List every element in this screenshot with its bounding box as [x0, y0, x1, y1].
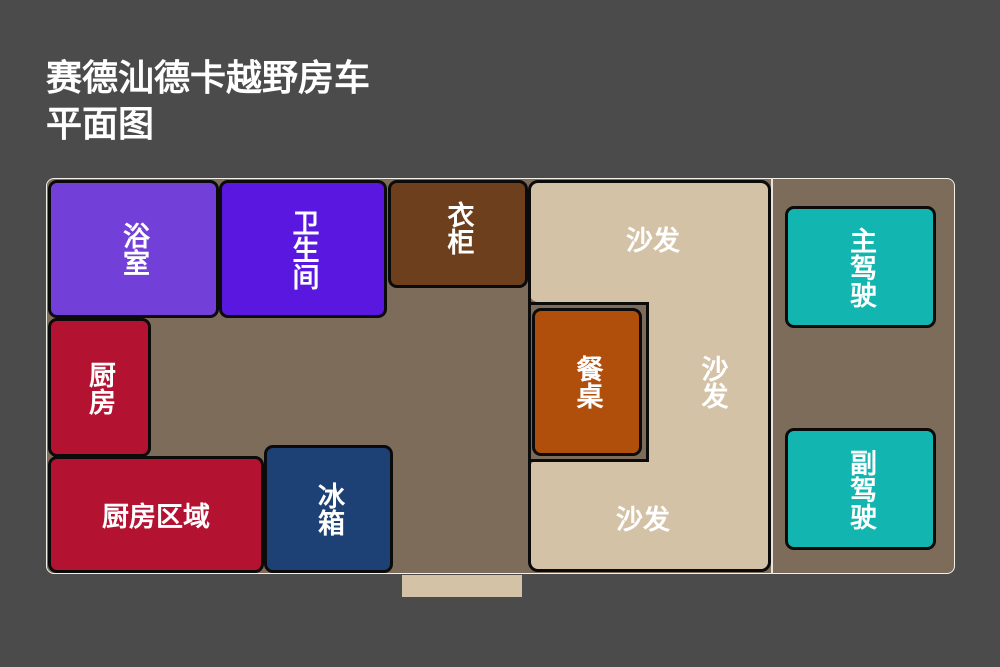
entry-door: [402, 575, 522, 597]
room-wardrobe-label: 衣柜: [442, 201, 474, 255]
sofa-top-label-wrap: 沙发: [530, 182, 776, 294]
passenger-seat: 副驾驶: [785, 428, 936, 550]
sofa-side: [649, 290, 769, 470]
room-kitchen: 厨房: [48, 318, 151, 457]
driver-seat: 主驾驶: [785, 206, 936, 328]
sofa-side-label: 沙发: [696, 355, 728, 409]
sofa-top-label: 沙发: [626, 225, 680, 257]
sofa-bottom-label-wrap: 沙发: [530, 462, 756, 572]
sofa-bottom: [530, 460, 769, 570]
room-kitchen-area-label: 厨房区域: [102, 502, 210, 533]
room-dining-table: 餐桌: [532, 308, 642, 456]
sofa-top: [530, 182, 769, 302]
room-fridge-label: 冰箱: [313, 482, 344, 536]
room-dining-table-label: 餐桌: [571, 355, 603, 409]
sofa-bottom-label: 沙发: [616, 504, 670, 536]
room-toilet: 卫生间: [219, 180, 387, 318]
room-bathroom-label: 浴室: [118, 222, 149, 276]
title-line-1: 赛德汕德卡越野房车: [46, 58, 371, 99]
title-line-2: 平面图: [46, 104, 155, 145]
room-wardrobe: 衣柜: [388, 180, 528, 288]
sofa-side-label-wrap: 沙发: [652, 302, 772, 462]
passenger-seat-label: 副驾驶: [845, 448, 876, 530]
room-toilet-label: 卫生间: [287, 208, 319, 290]
room-kitchen-label: 厨房: [84, 360, 115, 415]
page-title: 赛德汕德卡越野房车 平面图: [46, 56, 370, 148]
cab-divider: [771, 178, 773, 574]
driver-seat-label: 主驾驶: [845, 226, 876, 308]
room-fridge: 冰箱: [264, 445, 393, 573]
room-bathroom: 浴室: [48, 180, 219, 318]
room-kitchen-area: 厨房区域: [48, 456, 264, 573]
